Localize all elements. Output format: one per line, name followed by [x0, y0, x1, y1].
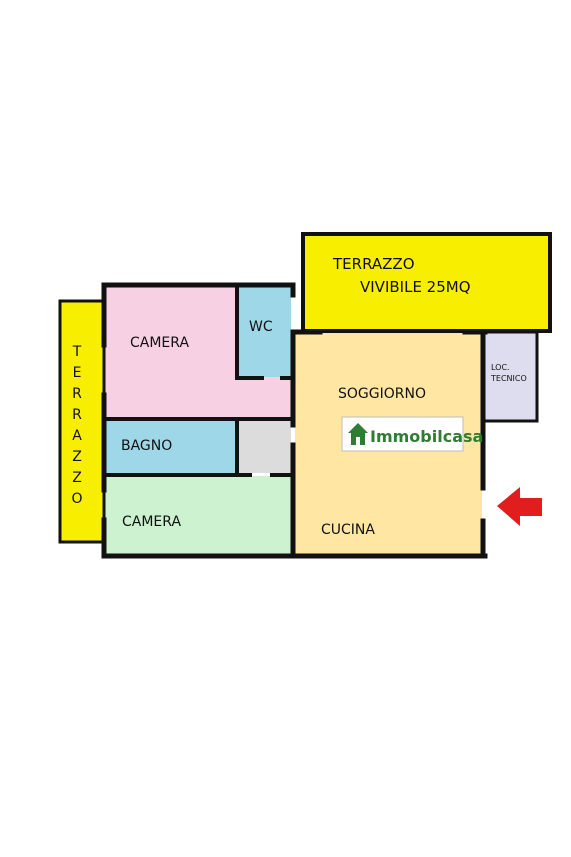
bagno-label: BAGNO	[121, 438, 172, 454]
loc-tecnico-area	[484, 332, 536, 421]
terrazzo-left-letter: T	[72, 344, 82, 360]
terrazzo-top-label: TERRAZZO	[332, 255, 415, 273]
terrazzo-left-letter: O	[71, 491, 82, 507]
camera-top-label: CAMERA	[130, 335, 189, 351]
camera-bottom-area	[105, 476, 291, 555]
walls	[58, 232, 552, 559]
terrazzo-left-area	[60, 301, 103, 542]
terrazzo-left-letter: A	[72, 428, 82, 444]
cucina-label: CUCINA	[321, 522, 375, 538]
camera-bottom-label: CAMERA	[122, 514, 181, 530]
terrazzo-top-area	[303, 234, 550, 331]
wc-area	[238, 287, 291, 377]
terrazzo-left-letter: Z	[72, 449, 82, 465]
soggiorno-label: SOGGIORNO	[338, 386, 426, 402]
logo-text: Immobilcasa	[370, 427, 483, 446]
terrazzo-left-label: T E R R A Z Z O	[71, 344, 82, 507]
arrow-left-icon	[497, 487, 542, 526]
immobilcasa-logo: Immobilcasa	[341, 416, 483, 452]
house-icon	[348, 423, 368, 445]
terrazzo-top-sublabel: VIVIBILE 25MQ	[360, 278, 471, 296]
loc-tecnico-sublabel: TECNICO	[490, 374, 527, 383]
wc-label: WC	[249, 319, 273, 335]
closet-area	[239, 421, 291, 473]
terrazzo-left-letter: R	[72, 386, 82, 402]
bagno-area	[105, 419, 238, 474]
terrazzo-left-letter: R	[72, 407, 82, 423]
loc-tecnico-label: LOC.	[491, 363, 510, 372]
terrazzo-left-letter: E	[73, 365, 82, 381]
terrazzo-left-letter: Z	[72, 470, 82, 486]
